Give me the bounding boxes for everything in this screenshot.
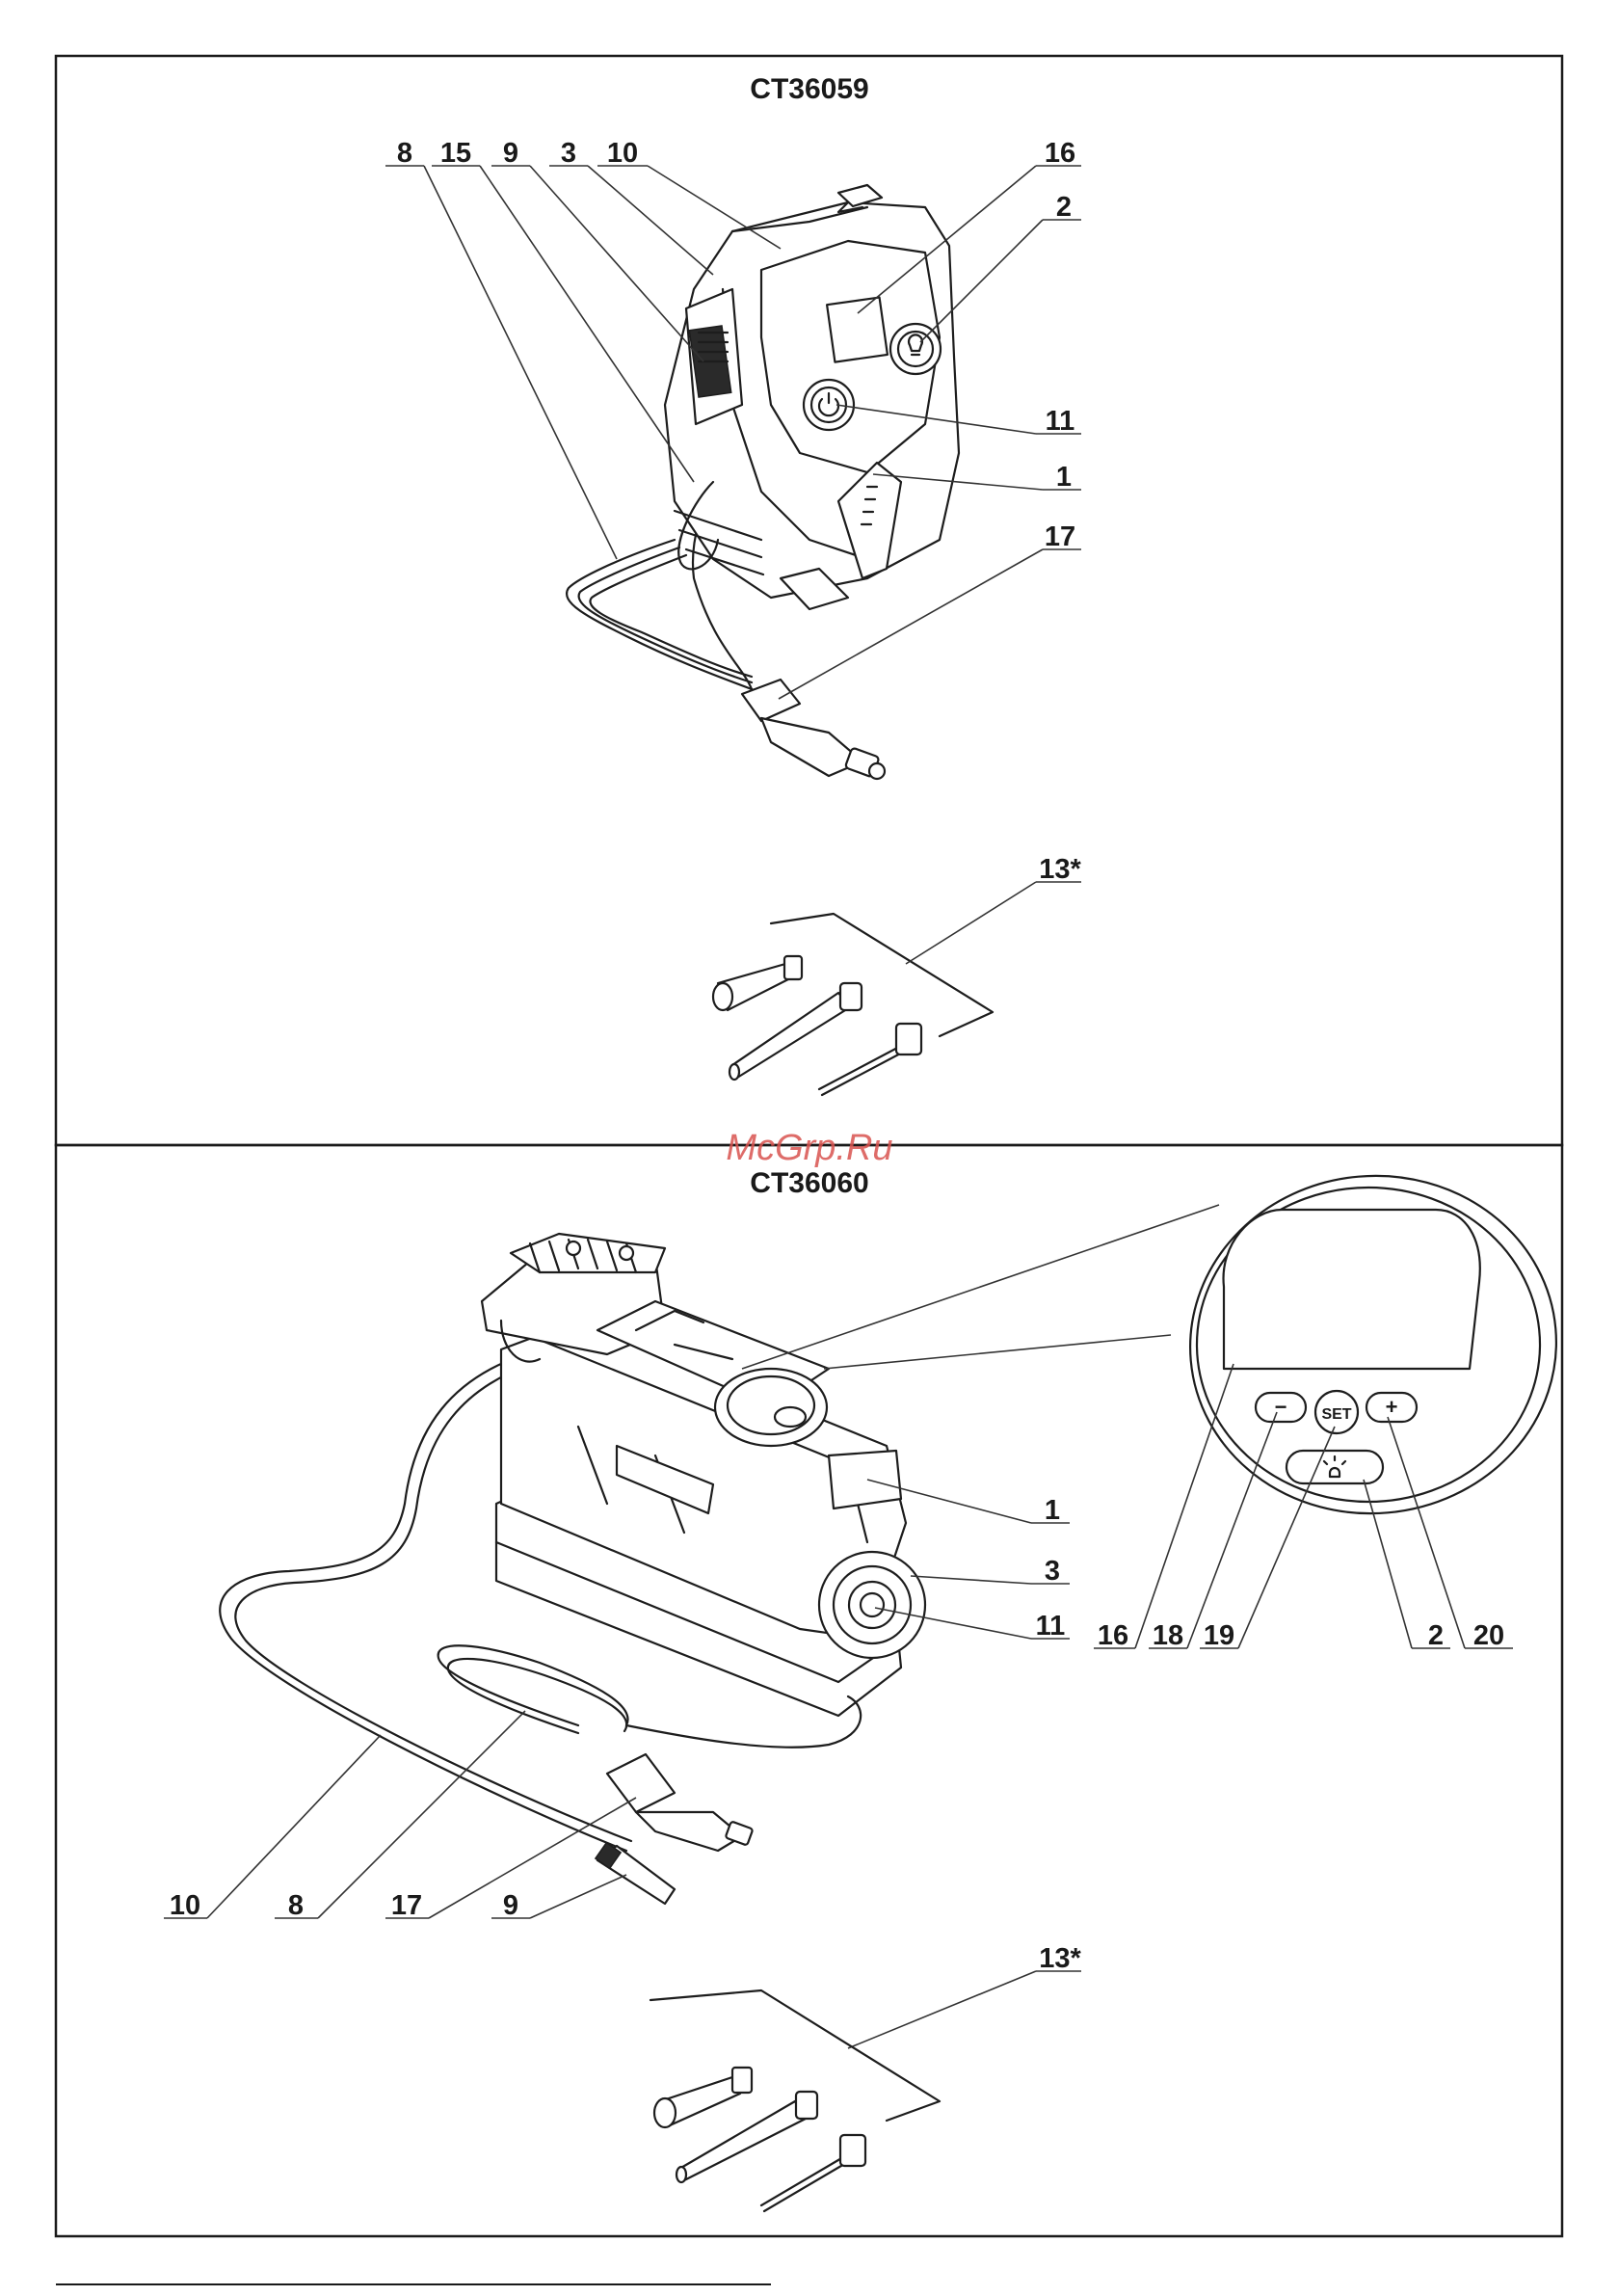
panel-title-ct36059: CT36059 xyxy=(750,73,868,105)
label-2-b: 2 xyxy=(1428,1620,1444,1651)
label-9: 9 xyxy=(503,138,518,169)
adapter-set-top xyxy=(713,914,993,1095)
label-13-b: 13* xyxy=(1039,1943,1081,1974)
label-1: 1 xyxy=(1056,462,1072,493)
cigarette-plug-top xyxy=(742,680,885,779)
label-2: 2 xyxy=(1056,192,1072,223)
plus-label: + xyxy=(1386,1395,1398,1419)
label-19-b: 19 xyxy=(1204,1620,1234,1651)
label-15: 15 xyxy=(440,138,471,169)
label-11-b: 11 xyxy=(1036,1611,1066,1642)
label-17-b: 17 xyxy=(391,1890,422,1921)
label-17: 17 xyxy=(1045,521,1075,552)
label-18-b: 18 xyxy=(1153,1620,1183,1651)
watermark: McGrp.Ru xyxy=(726,1128,892,1168)
adapter-set-bottom xyxy=(650,1990,940,2211)
label-16: 16 xyxy=(1045,138,1075,169)
label-3: 3 xyxy=(561,138,576,169)
zoom-display-screen xyxy=(1224,1210,1480,1369)
label-10: 10 xyxy=(607,138,638,169)
label-20-b: 20 xyxy=(1473,1620,1504,1651)
label-13: 13* xyxy=(1039,854,1081,885)
set-label: SET xyxy=(1321,1406,1351,1423)
label-9-b: 9 xyxy=(503,1890,518,1921)
display-zoom: − SET + xyxy=(1176,1161,1570,1529)
label-10-b: 10 xyxy=(170,1890,200,1921)
display-screen xyxy=(827,298,888,362)
label-3-b: 3 xyxy=(1045,1556,1060,1587)
label-16-b: 16 xyxy=(1098,1620,1128,1651)
panel-title-ct36060: CT36060 xyxy=(750,1167,868,1199)
label-8-b: 8 xyxy=(288,1890,304,1921)
compressor-ct36060 xyxy=(220,1234,925,1904)
compressor-ct36059 xyxy=(567,185,959,689)
label-11: 11 xyxy=(1046,406,1075,437)
label-1-b: 1 xyxy=(1045,1495,1060,1526)
label-8: 8 xyxy=(397,138,412,169)
